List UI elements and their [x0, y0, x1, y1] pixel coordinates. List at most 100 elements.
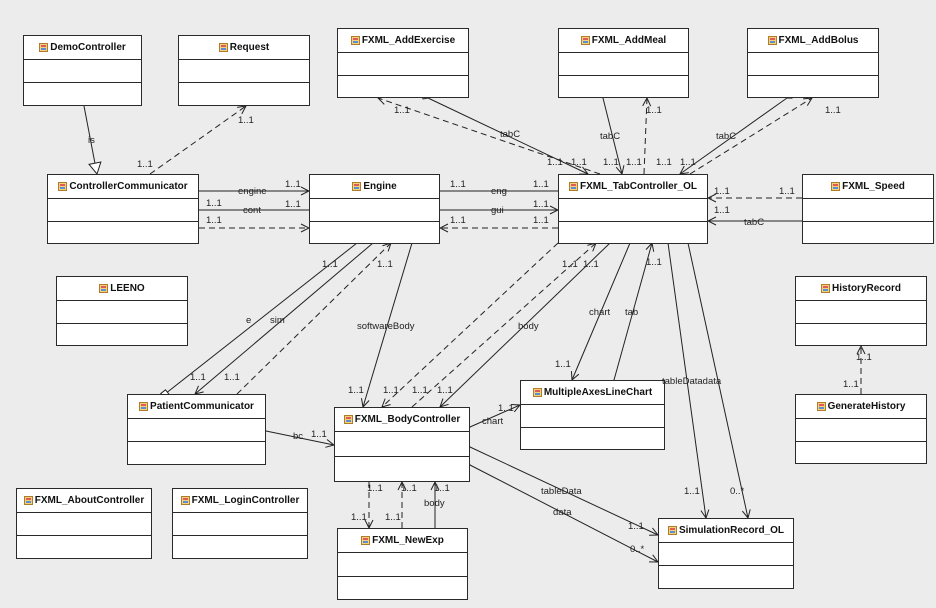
class-icon: [180, 496, 190, 505]
label-multiplicity: 1..1: [684, 486, 700, 497]
label-multiplicity: 1..1: [238, 115, 254, 126]
label-multiplicity: 1..1: [779, 186, 795, 197]
class-fxml-tabcontroller-ol[interactable]: FXML_TabController_OL: [558, 174, 708, 244]
dep-meal: [644, 98, 647, 175]
label-multiplicity: 1..1: [856, 352, 872, 363]
class-icon: [218, 43, 228, 52]
class-fxml-addmeal[interactable]: FXML_AddMeal: [558, 28, 689, 98]
label-multiplicity: 1..1: [285, 199, 301, 210]
label-sim: sim: [270, 315, 285, 326]
dependency-line: [149, 106, 246, 175]
class-name: PatientCommunicator: [150, 401, 254, 412]
class-fxml-speed[interactable]: FXML_Speed: [802, 174, 934, 244]
label-multiplicity: 1..1: [626, 157, 642, 168]
assoc-tabc-exercise: [428, 98, 588, 174]
class-icon: [821, 284, 831, 293]
label-tabc: tabC: [716, 131, 737, 142]
label-eng: eng: [491, 186, 507, 197]
label-chart: chart: [482, 416, 504, 427]
class-name: MultipleAxesLineChart: [543, 387, 653, 398]
label-e: e: [246, 315, 252, 326]
class-fxml-addexercise[interactable]: FXML_AddExercise: [337, 28, 469, 98]
class-request[interactable]: Request: [178, 35, 310, 106]
class-name: SimulationRecord_OL: [678, 525, 784, 536]
class-multipleaxeslinechart[interactable]: MultipleAxesLineChart: [520, 380, 665, 450]
label-multiplicity: 1..1: [434, 483, 450, 494]
label-multiplicity: 1..1: [401, 483, 417, 494]
class-name: ControllerCommunicator: [69, 181, 188, 192]
class-icon: [667, 526, 677, 535]
class-name: Engine: [363, 181, 397, 192]
label-multiplicity: 1..1: [437, 385, 453, 396]
label-multiplicity: 1..1: [533, 215, 549, 226]
class-historyrecord[interactable]: HistoryRecord: [795, 276, 927, 346]
label-multiplicity: 1..1: [680, 157, 696, 168]
class-icon: [343, 415, 353, 424]
label-engine: engine: [238, 186, 267, 197]
class-name: FXML_AboutController: [34, 495, 145, 506]
label-multiplicity: 1..1: [311, 429, 327, 440]
label-multiplicity: 1..1: [714, 205, 730, 216]
class-fxml-aboutcontroller[interactable]: FXML_AboutController: [16, 488, 152, 559]
label-multiplicity: 1..1: [394, 105, 410, 116]
label-multiplicity: 1..1: [450, 179, 466, 190]
dep-exercise: [378, 98, 601, 175]
class-name: LEENO: [110, 283, 145, 294]
label-multiplicity: 1..1: [555, 359, 571, 370]
label-multiplicity: 1..1: [383, 385, 399, 396]
class-fxml-logincontroller[interactable]: FXML_LoginController: [172, 488, 308, 559]
label-is: is: [88, 135, 95, 146]
class-name: FXML_AddMeal: [591, 35, 667, 46]
class-generatehistory[interactable]: GenerateHistory: [795, 394, 927, 464]
class-simulationrecord-ol[interactable]: SimulationRecord_OL: [658, 518, 794, 589]
label-multiplicity: 1..1: [825, 105, 841, 116]
label-multiplicity: 1..1: [322, 259, 338, 270]
class-icon: [580, 36, 590, 45]
label-multiplicity: 1..1: [285, 179, 301, 190]
label-multiplicity: 1..1: [206, 215, 222, 226]
assoc-tabledatadata-2: [688, 243, 748, 518]
label-multiplicity: 1..1: [412, 385, 428, 396]
class-patient-communicator[interactable]: PatientCommunicator: [127, 394, 266, 465]
assoc-bc: [266, 431, 334, 445]
class-icon: [350, 36, 360, 45]
label-tabc: tabC: [744, 217, 765, 228]
label-tab: tab: [625, 307, 639, 318]
dep-bolus: [689, 98, 812, 175]
class-demo-controller[interactable]: DemoController: [23, 35, 142, 106]
class-controller-communicator[interactable]: ControllerCommunicator: [47, 174, 199, 244]
class-name: FXML_BodyController: [354, 414, 461, 425]
class-name: HistoryRecord: [832, 283, 901, 294]
label-multiplicity-many: 0..*: [630, 544, 645, 555]
inheritance-line: [83, 105, 102, 176]
label-multiplicity: 1..1: [367, 483, 383, 494]
label-multiplicity: 1..1: [348, 385, 364, 396]
assoc-sim2: [195, 243, 373, 394]
class-fxml-addbolus[interactable]: FXML_AddBolus: [747, 28, 879, 98]
class-name: FXML_TabController_OL: [579, 181, 698, 192]
class-icon: [568, 182, 578, 191]
label-data: data: [553, 507, 572, 518]
class-fxml-bodycontroller[interactable]: FXML_BodyController: [334, 407, 470, 482]
label-multiplicity: 1..1: [714, 186, 730, 197]
class-icon: [58, 182, 68, 191]
label-softwarebody: softwareBody: [357, 321, 415, 332]
label-tabledata: tableData: [541, 486, 582, 497]
class-engine[interactable]: Engine: [309, 174, 440, 244]
class-leeno[interactable]: LEENO: [56, 276, 188, 346]
assoc-sim: [236, 243, 391, 395]
label-multiplicity-many: 0..*: [730, 486, 745, 497]
label-multiplicity: 1..1: [843, 379, 859, 390]
class-icon: [99, 284, 109, 293]
assoc-tabc-bolus: [680, 98, 787, 174]
class-name: DemoController: [50, 42, 126, 53]
label-multiplicity: 1..1: [377, 259, 393, 270]
label-multiplicity: 1..1: [498, 403, 514, 414]
label-multiplicity: 1..1: [646, 105, 662, 116]
class-fxml-newexp[interactable]: FXML_NewExp: [337, 528, 468, 600]
label-cont: cont: [243, 205, 261, 216]
label-multiplicity: 1..1: [656, 157, 672, 168]
assoc-tab: [614, 243, 652, 380]
class-name: Request: [229, 42, 270, 53]
class-icon: [139, 402, 149, 411]
